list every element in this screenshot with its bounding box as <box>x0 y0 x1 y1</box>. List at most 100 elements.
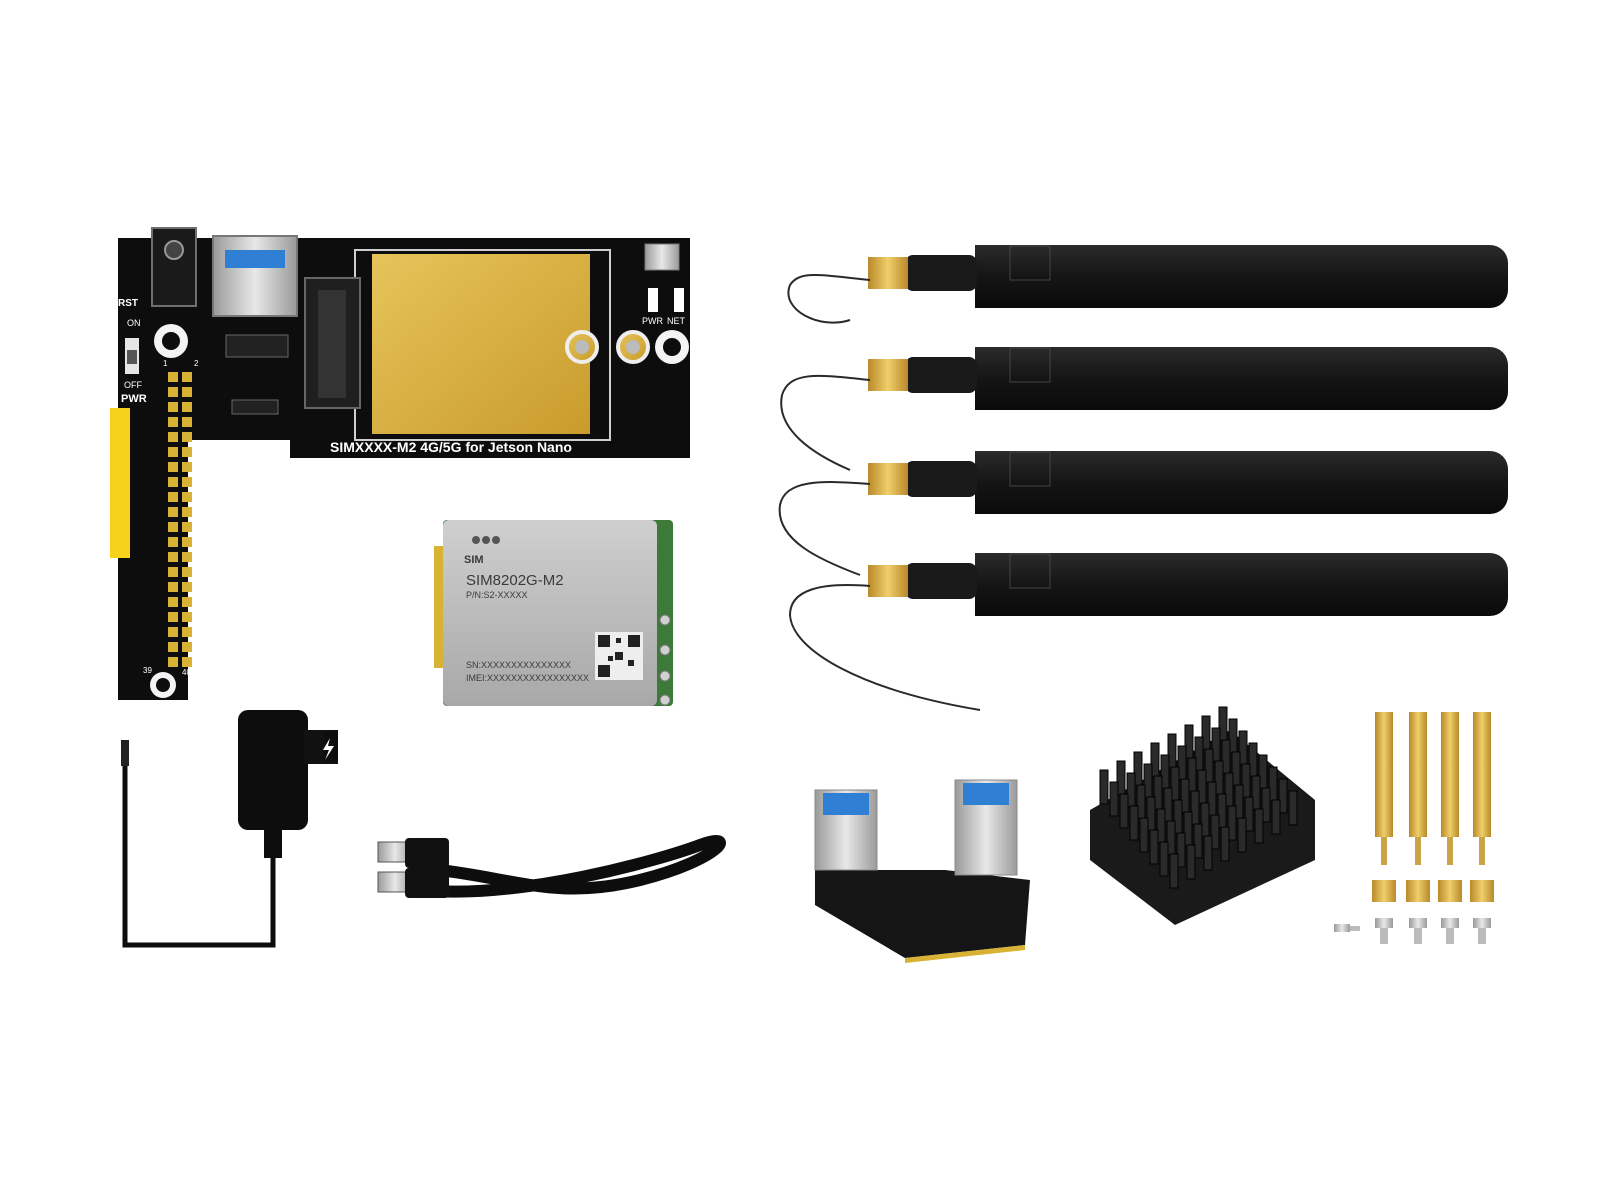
brass-nut <box>1406 880 1430 902</box>
brass-standoff <box>1409 712 1427 837</box>
screw-shaft <box>1446 928 1454 944</box>
gpio-pin <box>168 462 178 472</box>
heatsink-fin <box>1159 841 1169 877</box>
gpio-pin <box>168 432 178 442</box>
heatsink-fin <box>1203 835 1213 871</box>
lightning-icon <box>323 738 334 760</box>
gpio-pin <box>168 642 178 652</box>
gpio-pin <box>168 477 178 487</box>
brass-standoff <box>1441 712 1459 837</box>
heatsink-fin <box>1169 853 1179 889</box>
gpio-pin <box>182 477 192 487</box>
standoff-thread <box>1479 837 1485 865</box>
gpio-pin <box>182 522 192 532</box>
gpio-pin <box>182 627 192 637</box>
small-screw-shaft <box>1350 926 1360 931</box>
screw-shaft <box>1380 928 1388 944</box>
gpio-pin <box>168 387 178 397</box>
led-pwr-label: PWR <box>642 316 663 326</box>
standoff-thread <box>1447 837 1453 865</box>
gpio-pin <box>168 417 178 427</box>
antennas <box>778 245 1508 711</box>
heatsink-fins <box>1099 706 1298 889</box>
gpio-pin <box>182 402 192 412</box>
gpio-pin <box>168 507 178 517</box>
heatsink-fin <box>1254 808 1264 844</box>
gpio-pin <box>182 387 192 397</box>
gpio-pin <box>182 537 192 547</box>
pin-label-39: 39 <box>143 666 152 675</box>
standoff-thread <box>1415 837 1421 865</box>
screw-head <box>1375 918 1393 928</box>
gpio-pin <box>182 567 192 577</box>
gpio-pin <box>182 417 192 427</box>
heatsink-fin <box>1220 826 1230 862</box>
jetson-nano-hat-board: RST ON OFF PWR PWR NET 1 2 39 40 SIMXXXX… <box>110 227 690 700</box>
heatsink-fin <box>1237 817 1247 853</box>
gpio-pin <box>182 372 192 382</box>
heatsink-fin <box>1261 787 1271 823</box>
gpio-pin <box>182 432 192 442</box>
sim8202g-m2-module: SIM SIM8202G-M2 P/N:S2-XXXXX SN:XXXXXXXX… <box>434 520 673 706</box>
module-serial: SN:XXXXXXXXXXXXXXX <box>466 660 571 670</box>
heatsink-fin <box>1278 778 1288 814</box>
heatsink-fin <box>1176 832 1186 868</box>
gpio-pin <box>182 552 192 562</box>
gpio-pin <box>168 372 178 382</box>
brass-nut <box>1438 880 1462 902</box>
gpio-pin <box>182 447 192 457</box>
usb-cable <box>377 835 726 898</box>
heatsink-fin <box>1099 769 1109 805</box>
gpio-pin <box>168 492 178 502</box>
gpio-pin <box>182 462 192 472</box>
small-screw <box>1334 924 1350 932</box>
heatsink-fin <box>1227 805 1237 841</box>
heatsink-fin <box>1244 796 1254 832</box>
heatsink-fin <box>1149 829 1159 865</box>
gpio-header <box>168 372 192 667</box>
heatsink-fin <box>1109 781 1119 817</box>
standoffs-and-screws <box>1334 712 1494 944</box>
gpio-pin <box>182 492 192 502</box>
qr-code-icon <box>595 632 643 680</box>
gpio-pin <box>168 537 178 547</box>
antenna <box>787 245 1508 324</box>
brass-standoff <box>1375 712 1393 837</box>
brass-nut <box>1372 880 1396 902</box>
standoff-thread <box>1381 837 1387 865</box>
gpio-pin <box>168 597 178 607</box>
heatsink-fin <box>1271 799 1281 835</box>
on-label: ON <box>127 318 141 328</box>
module-model: SIM8202G-M2 <box>466 572 564 589</box>
gpio-pin <box>182 597 192 607</box>
heatsink-fin <box>1129 805 1139 841</box>
hardware-set <box>1334 712 1494 944</box>
screw-shaft <box>1414 928 1422 944</box>
pwr-switch-label: PWR <box>121 393 147 405</box>
off-label: OFF <box>124 380 142 390</box>
pin-label-40: 40 <box>182 668 191 677</box>
usb-u-adapter <box>814 779 1030 963</box>
gpio-pin <box>168 582 178 592</box>
brass-standoff <box>1473 712 1491 837</box>
gpio-pin <box>168 522 178 532</box>
screw-head <box>1409 918 1427 928</box>
antenna <box>780 347 1508 471</box>
gpio-pin <box>182 507 192 517</box>
antenna <box>778 451 1508 576</box>
screw-shaft <box>1478 928 1486 944</box>
pin-label-2: 2 <box>194 359 199 368</box>
gpio-pin <box>168 612 178 622</box>
heatsink-fin <box>1119 793 1129 829</box>
gpio-pin <box>182 657 192 667</box>
board-title: SIMXXXX-M2 4G/5G for Jetson Nano <box>330 439 572 455</box>
heatsink-fin <box>1139 817 1149 853</box>
heatsink-fin <box>1210 814 1220 850</box>
antenna <box>788 553 1508 711</box>
gpio-pin <box>182 642 192 652</box>
gpio-pin <box>168 567 178 577</box>
brass-nut <box>1470 880 1494 902</box>
gpio-pin <box>168 447 178 457</box>
power-adapter <box>121 710 338 948</box>
